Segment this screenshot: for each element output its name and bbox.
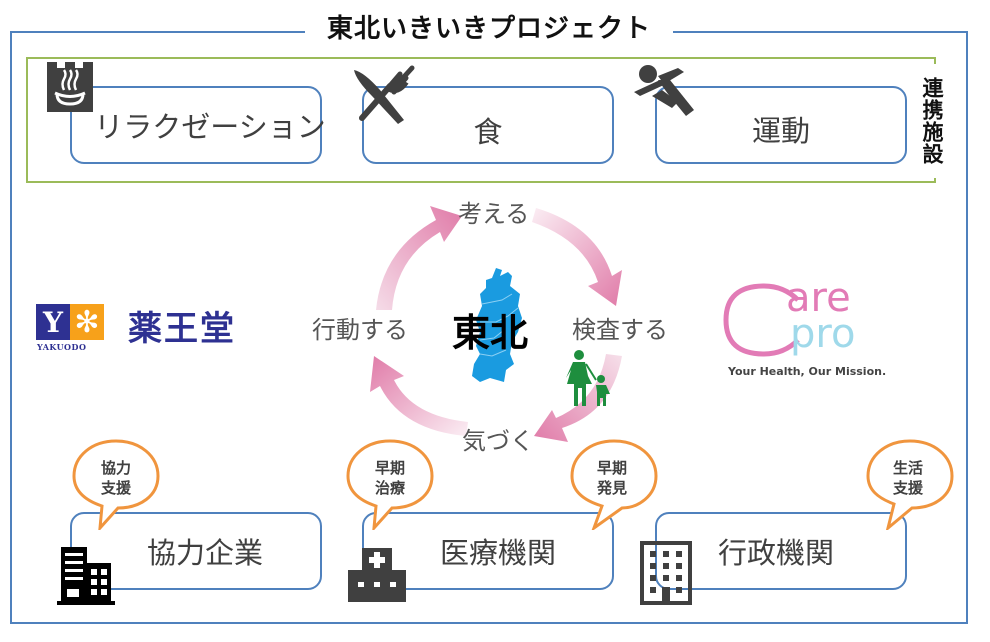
bubble-line: 協力 bbox=[100, 459, 131, 477]
org-box-cooperating-companies: 協力企業 bbox=[70, 512, 322, 590]
government-building-icon bbox=[640, 541, 692, 605]
cycle-step-notice: 気づく bbox=[462, 427, 534, 455]
carepro-c-mark bbox=[723, 283, 800, 357]
cycle-step-act: 行動する bbox=[312, 316, 408, 344]
bubble-line: 生活 bbox=[892, 459, 923, 477]
arrow-to-think bbox=[376, 206, 462, 310]
facility-box-relaxation: リラクゼーション bbox=[70, 86, 326, 164]
bubble-text-early-treatment: 早期 治療 bbox=[370, 458, 410, 498]
facility-label: 食 bbox=[473, 115, 503, 149]
cycle-step-think: 考える bbox=[458, 200, 530, 228]
partner-facilities-label-container: 連携施設 bbox=[912, 64, 952, 178]
org-label: 行政機関 bbox=[717, 536, 834, 570]
facility-label: リラクゼーション bbox=[94, 110, 326, 144]
yakuodo-mark-letter: Y bbox=[36, 304, 70, 340]
arrow-to-test bbox=[532, 208, 622, 306]
hospital-icon bbox=[348, 548, 406, 602]
bubble-text-life-support: 生活 支援 bbox=[888, 458, 928, 498]
bubble-line: 治療 bbox=[374, 479, 405, 497]
bubble-line: 早期 bbox=[596, 459, 627, 477]
partner-facilities-label: 連携施設 bbox=[920, 77, 944, 165]
speech-bubble-life-support bbox=[866, 439, 954, 530]
org-label: 協力企業 bbox=[146, 536, 263, 570]
carepro-line1: are bbox=[786, 275, 851, 321]
yakuodo-name: 薬王堂 bbox=[128, 309, 236, 349]
bubble-text-cooperation: 協力 支援 bbox=[96, 458, 136, 498]
speech-bubble-early-detection bbox=[570, 439, 658, 530]
title-container: 東北いきいきプロジェクト bbox=[305, 8, 673, 44]
carepro-line2: pro bbox=[790, 311, 856, 357]
office-building-icon bbox=[57, 547, 115, 605]
tohoku-map-icon bbox=[472, 268, 522, 382]
cycle-center-label: 東北 bbox=[452, 311, 529, 355]
bubble-line: 発見 bbox=[596, 479, 627, 497]
facility-box-food: 食 bbox=[362, 86, 614, 164]
yakuodo-subtitle: YAKUODO bbox=[37, 342, 87, 352]
arrow-to-act bbox=[370, 356, 468, 436]
bubble-text-early-detection: 早期 発見 bbox=[592, 458, 632, 498]
carepro-tagline: Your Health, Our Mission. bbox=[728, 365, 887, 378]
knife-fork-icon bbox=[354, 65, 415, 124]
hot-spring-icon bbox=[47, 62, 93, 112]
page-title: 東北いきいきプロジェクト bbox=[326, 13, 651, 44]
org-box-medical-institutions: 医療機関 bbox=[362, 512, 614, 590]
bubble-line: 支援 bbox=[892, 479, 923, 497]
facility-label: 運動 bbox=[751, 114, 810, 148]
cycle-step-test: 検査する bbox=[572, 316, 668, 344]
mother-child-icon bbox=[566, 350, 610, 406]
facility-box-exercise: 運動 bbox=[655, 86, 907, 164]
org-label: 医療機関 bbox=[439, 536, 556, 570]
speech-bubble-early-treatment bbox=[346, 439, 434, 530]
yakuodo-mark: Y ✻ bbox=[36, 304, 106, 346]
speech-bubble-cooperation bbox=[72, 439, 160, 530]
bubble-line: 早期 bbox=[374, 459, 405, 477]
bubble-line: 支援 bbox=[100, 479, 131, 497]
yakuodo-mark-symbol: ✻ bbox=[70, 304, 104, 340]
running-person-icon bbox=[634, 65, 694, 116]
